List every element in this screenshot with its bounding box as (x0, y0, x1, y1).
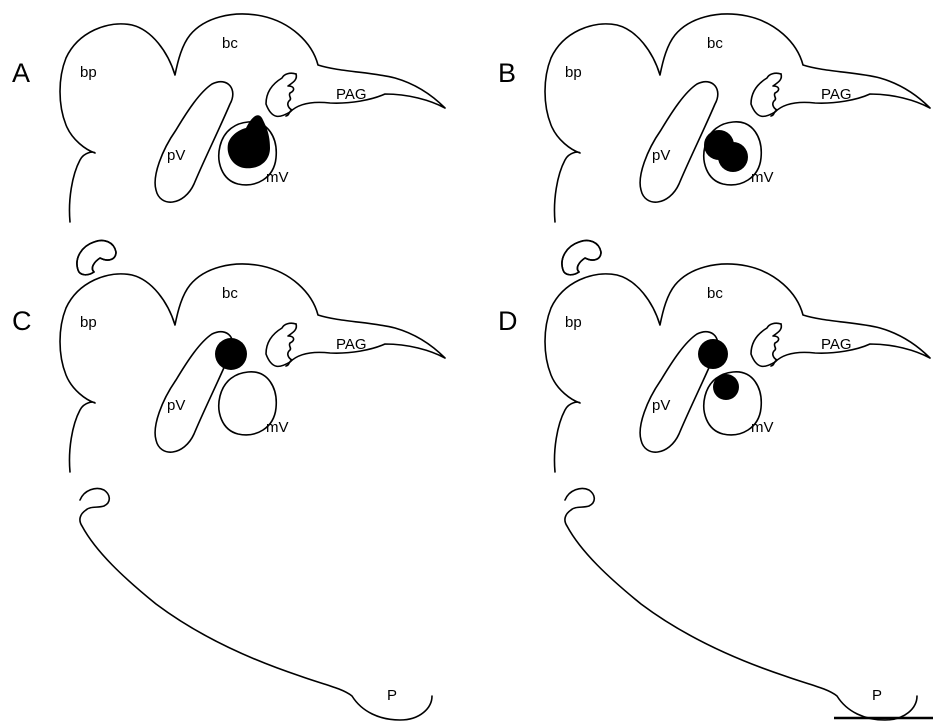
section-outline (60, 264, 445, 472)
panel-letter-c: C (12, 306, 32, 336)
panel-letter-d: D (498, 306, 518, 336)
panel-letter-b: B (498, 58, 516, 88)
lesion-mark (228, 115, 270, 168)
label-pv: pV (652, 397, 670, 414)
panel-c-lower: P (80, 488, 432, 720)
small-outline (77, 240, 116, 274)
panel-a: A bp bc PAG pV mV (12, 14, 445, 275)
panel-letter-a: A (12, 58, 30, 88)
panel-c: C bp bc PAG pV mV (12, 264, 445, 472)
label-p: P (872, 687, 882, 704)
label-pv: pV (167, 147, 185, 164)
section-outline (545, 264, 930, 472)
lesion-mark (704, 130, 748, 172)
label-mv: mV (751, 419, 774, 436)
label-bp: bp (565, 314, 582, 331)
small-outline (562, 240, 601, 274)
sulcus-outline (771, 324, 781, 366)
label-mv: mV (751, 169, 774, 186)
label-mv: mV (266, 419, 289, 436)
label-mv: mV (266, 169, 289, 186)
label-pv: pV (167, 397, 185, 414)
pons-outline (80, 488, 432, 720)
sulcus-outline (771, 74, 781, 116)
panel-b: B bp bc PAG pV mV (498, 14, 930, 275)
sulcus-outline (286, 74, 296, 116)
label-bc: bc (222, 285, 238, 302)
small-outline (562, 240, 601, 274)
label-pag: PAG (821, 336, 852, 353)
small-outline (77, 240, 116, 274)
panel-d: D bp bc PAG pV mV (498, 264, 930, 472)
label-p: P (387, 687, 397, 704)
section-outline (545, 14, 930, 222)
pons-outline (565, 488, 917, 720)
label-pv: pV (652, 147, 670, 164)
label-bp: bp (80, 314, 97, 331)
lesion-mark (215, 338, 247, 370)
label-bp: bp (565, 64, 582, 81)
section-outline (60, 14, 445, 222)
label-bp: bp (80, 64, 97, 81)
label-pag: PAG (336, 86, 367, 103)
label-bc: bc (222, 35, 238, 52)
label-pag: PAG (336, 336, 367, 353)
label-bc: bc (707, 285, 723, 302)
lesion-mark (698, 339, 739, 400)
label-pag: PAG (821, 86, 852, 103)
panel-d-lower: P (565, 488, 917, 720)
label-bc: bc (707, 35, 723, 52)
sulcus-outline (286, 324, 296, 366)
